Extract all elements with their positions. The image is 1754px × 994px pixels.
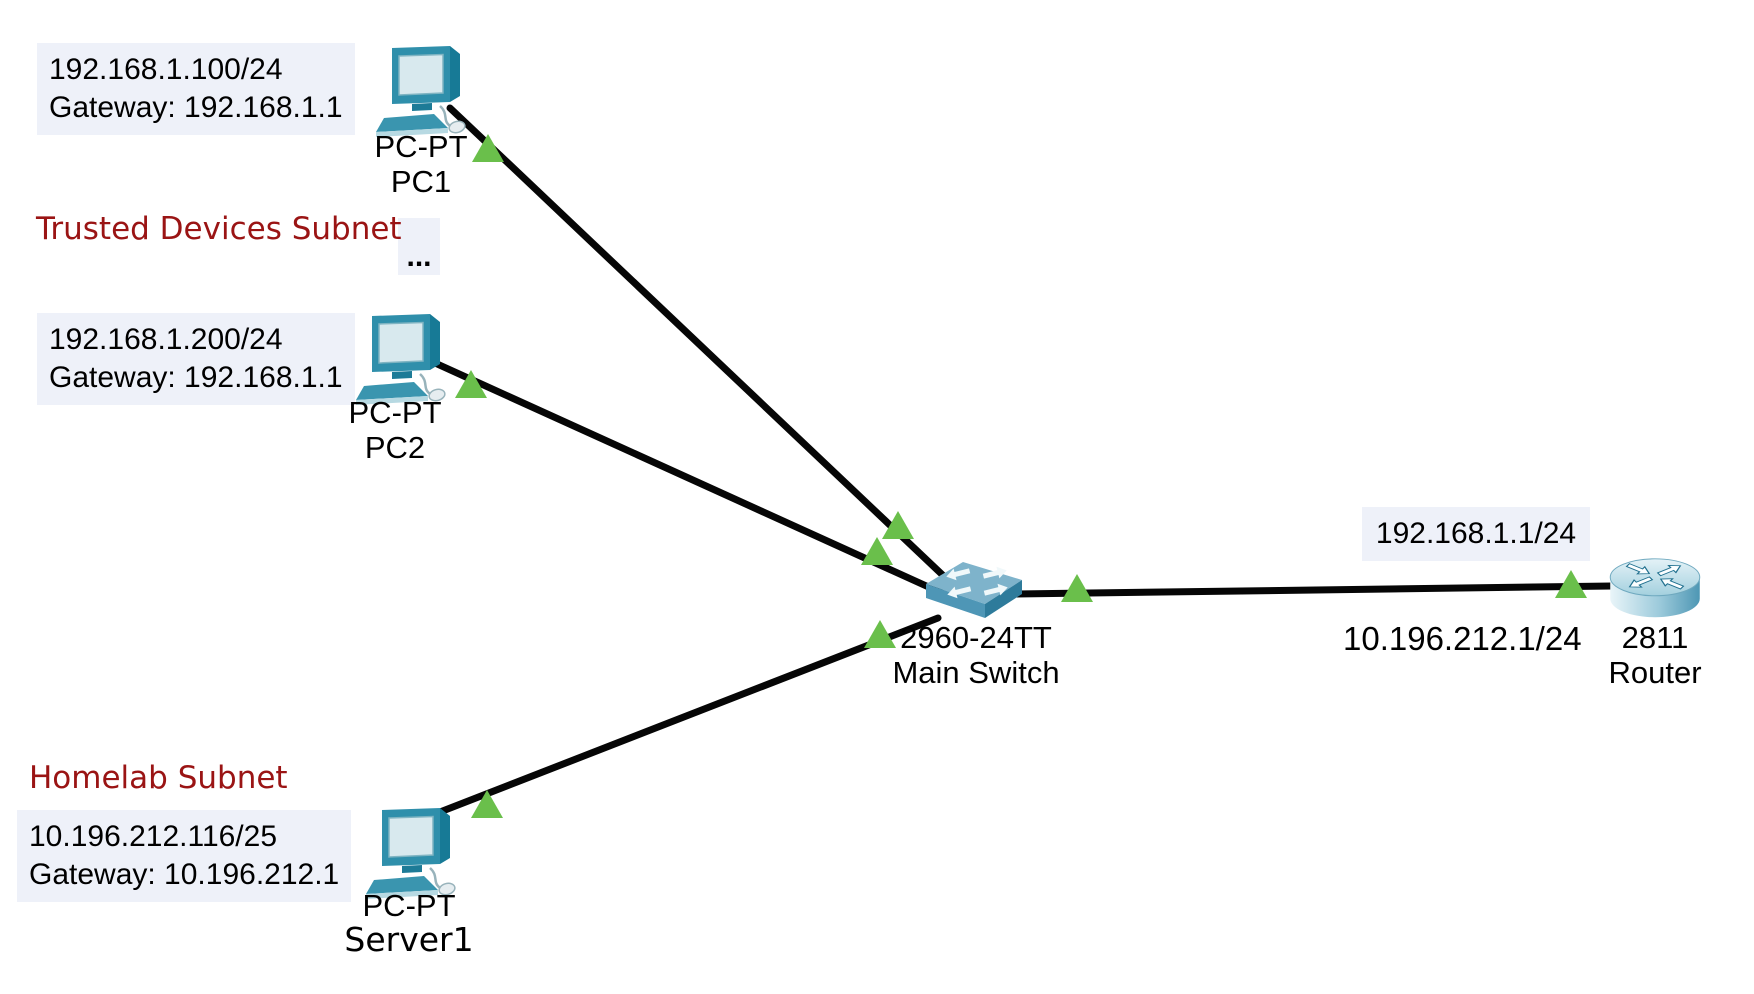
note-line: 192.168.1.100/24 [49,53,283,86]
pc1-device-icon[interactable] [372,42,472,140]
device-model: 2811 [1621,620,1689,655]
note-line: 192.168.1.1/24 [1375,517,1577,550]
mouse [428,388,446,402]
monitor-neck [412,103,432,111]
switch-front [926,584,985,618]
pc2-device-icon[interactable] [352,310,452,408]
switch-side [985,580,1022,618]
note-pc1-addressing[interactable]: 192.168.1.100/24 Gateway: 192.168.1.1 [37,43,355,135]
device-model: 2960-24TT [900,620,1052,655]
monitor-screen [398,53,444,96]
link-up-triangle-pc1-end [472,134,504,162]
note-line: Gateway: 10.196.212.1 [29,858,340,891]
pc-icon [356,314,446,405]
homelab-subnet-label[interactable]: Homelab Subnet [29,760,288,796]
note-line: Gateway: 192.168.1.1 [49,361,343,394]
note-pc2-addressing[interactable]: 192.168.1.200/24 Gateway: 192.168.1.1 [37,313,355,405]
monitor-screen [378,321,424,364]
note-line: 10.196.212.116/25 [29,820,278,853]
monitor-side [450,46,460,102]
router-label: 2811 Router [1608,620,1701,690]
cable-switch-router[interactable] [1011,582,1616,598]
pc-icon [376,46,466,137]
switch-arrows [946,566,1008,599]
router-top [1609,558,1701,597]
link-up-triangle-pc1-switch-end [882,511,914,539]
device-name: Main Switch [892,655,1060,690]
mouse-cable [419,373,431,395]
cable-pc2-switch[interactable] [420,354,948,598]
router-arrows [1625,563,1685,590]
switch-device-icon[interactable] [924,561,1024,619]
device-model: PC-PT [362,888,456,923]
switch-label: 2960-24TT Main Switch [892,620,1059,690]
device-name: Server1 [344,920,474,959]
keyboard-front [366,890,438,899]
link-up-triangle-router-switch-end [1061,574,1093,602]
monitor-neck [402,865,422,873]
cable-pc1-switch[interactable] [446,104,954,586]
pc2-label: PC-PT PC2 [349,395,442,465]
monitor-neck [392,371,412,379]
link-up-triangle-pc2-end [455,370,487,398]
link-up-triangle-router-end [1555,570,1587,598]
trusted-subnet-label[interactable]: Trusted Devices Subnet [36,211,402,247]
switch-icon [926,562,1022,618]
pc-icon [366,808,456,899]
ellipsis-text: ... [406,240,432,273]
router-device-icon[interactable] [1606,552,1704,624]
monitor-screen [388,815,434,858]
mouse [448,120,466,134]
note-router-lan-ip[interactable]: 192.168.1.1/24 [1362,507,1590,561]
note-line: 10.196.212.1/24 [1343,620,1582,657]
note-router-homelab-ip[interactable]: 10.196.212.1/24 [1343,620,1582,658]
mouse-cable [429,867,441,889]
server1-label: PC-PT Server1 [344,888,473,956]
monitor-side [440,808,450,864]
keyboard-front [356,396,428,405]
note-line: Gateway: 192.168.1.1 [49,91,343,124]
device-model: PC-PT [374,129,468,164]
device-model: PC-PT [348,395,442,430]
keyboard-front [376,128,448,137]
link-up-triangle-server1-switch-end [864,620,896,648]
keyboard-top [366,876,438,894]
link-up-triangle-server1-end [471,790,503,818]
collapsed-note[interactable]: ... [398,218,440,275]
monitor-side [430,314,440,370]
link-status-indicators [455,134,1587,818]
keyboard-top [376,114,448,132]
device-name: PC1 [390,164,452,199]
note-server-addressing[interactable]: 10.196.212.116/25 Gateway: 10.196.212.1 [17,810,352,902]
pc1-label: PC-PT PC1 [375,129,468,199]
switch-top [926,562,1022,604]
keyboard-top [356,382,428,400]
mouse-cable [439,105,451,127]
mouse [438,882,456,896]
device-name: Router [1608,655,1702,690]
device-name: PC2 [364,430,426,465]
server1-device-icon[interactable] [362,804,462,902]
note-line: 192.168.1.200/24 [49,323,283,356]
router-icon [1609,558,1701,618]
link-up-triangle-pc2-switch-end [861,537,893,565]
cable-server1-switch[interactable] [436,614,942,816]
